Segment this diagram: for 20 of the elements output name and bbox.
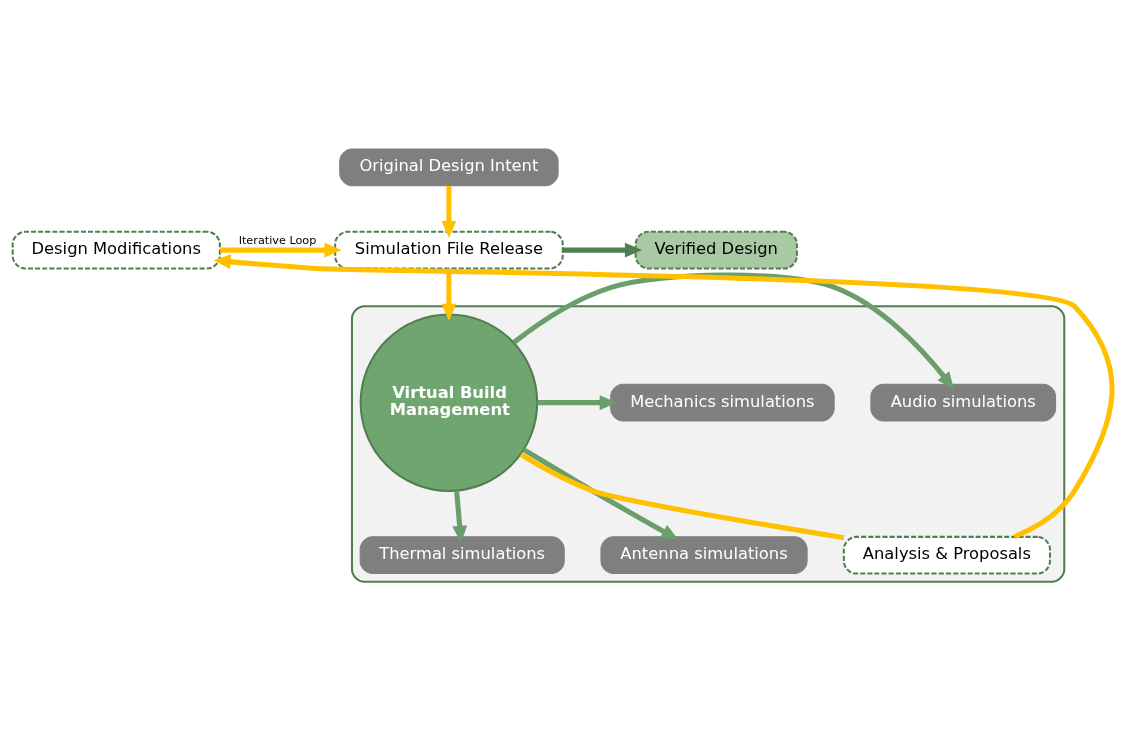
node-box: Original Design Intent (339, 148, 559, 186)
node-box: Analysis & Proposals (842, 535, 1051, 575)
node-box: Audio simulations (870, 383, 1057, 422)
node-box: Thermal simulations (359, 535, 565, 574)
edge-label: Iterative Loop (238, 233, 317, 247)
node-box: Antenna simulations (600, 535, 808, 574)
arrow (512, 272, 954, 389)
node-circle: Virtual Build Management (359, 312, 539, 492)
connector (519, 451, 845, 540)
node-box: Design Modifications (11, 230, 221, 269)
arrow (452, 490, 468, 543)
node-box: Simulation File Release (334, 230, 564, 269)
node-box: Verified Design (634, 230, 798, 269)
arrow (441, 185, 457, 238)
arrow (213, 253, 1115, 539)
arrow (522, 446, 679, 540)
arrow (562, 242, 642, 258)
arrow (220, 242, 342, 258)
arrow (537, 394, 617, 410)
node-box: Mechanics simulations (610, 383, 835, 422)
